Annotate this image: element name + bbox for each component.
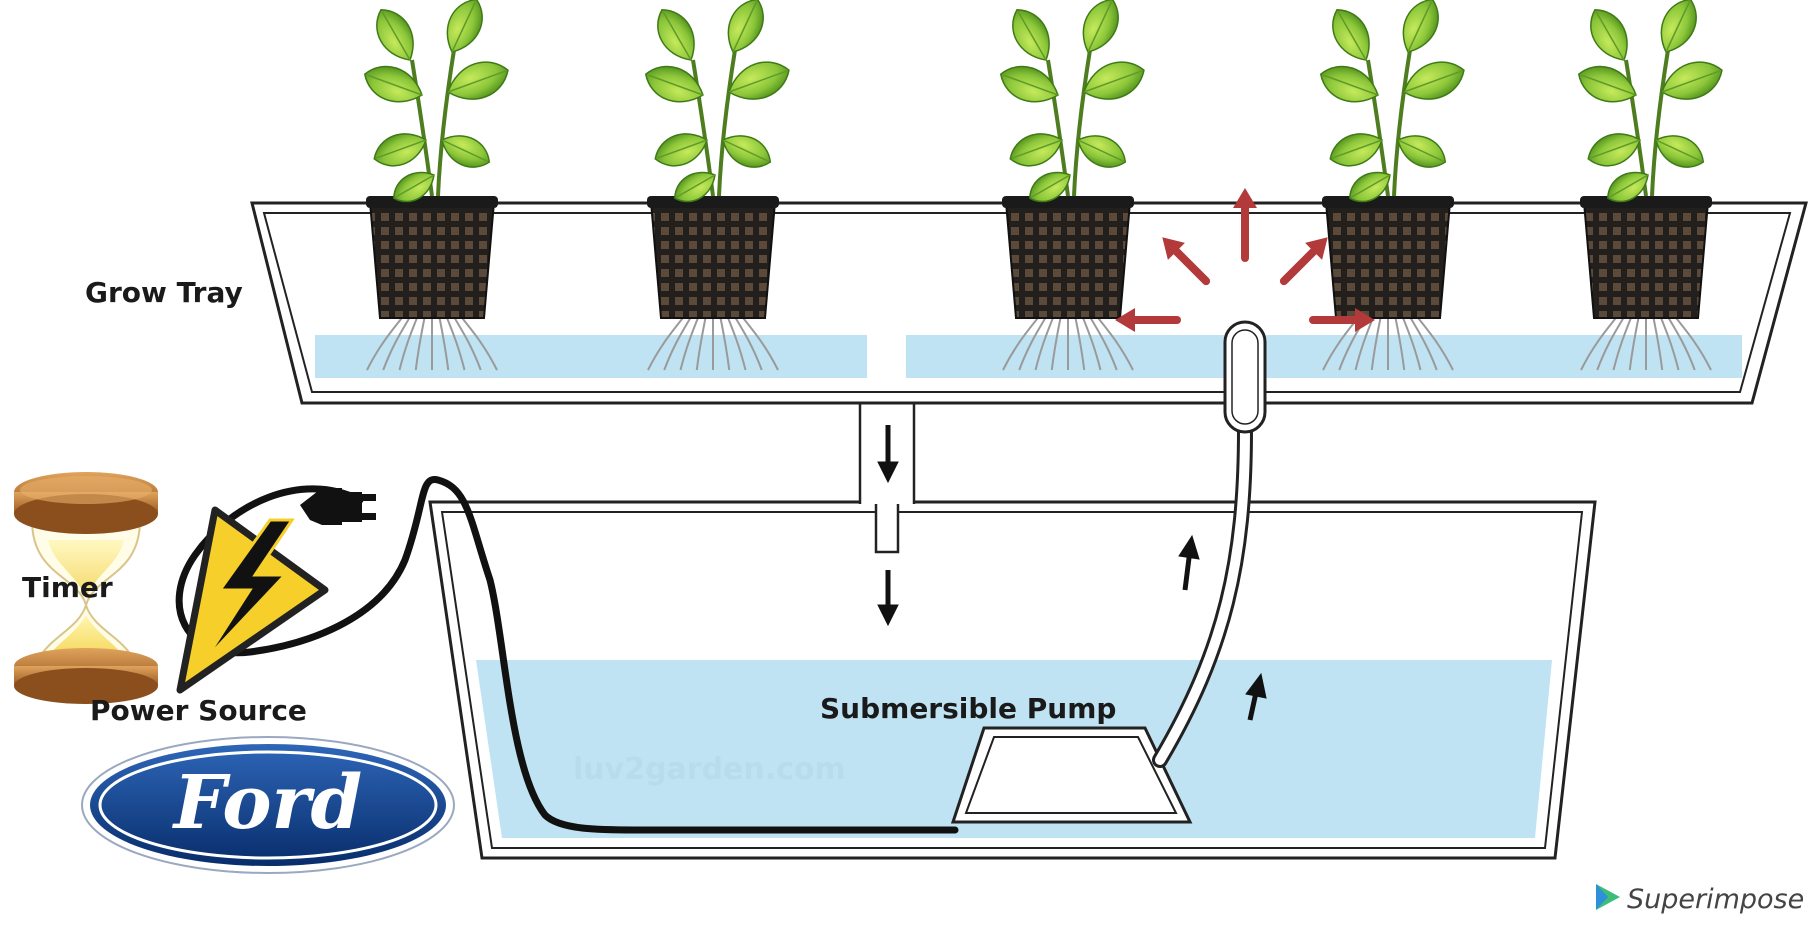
spray-arrows [1115,188,1375,332]
plant-leaves [999,0,1145,203]
arrow-down-icon [877,570,899,627]
timer-label: Timer [22,571,113,604]
plant [1319,0,1465,371]
spray-head [1223,320,1267,434]
net-pot [366,196,498,319]
power-source-label: Power Source [90,694,307,727]
plant-row [363,0,1723,371]
plant [644,0,790,371]
pump-flow-arrows [1178,534,1267,721]
plant [1577,0,1723,371]
tray-water-left [315,335,867,378]
plant-leaves [644,0,790,203]
submersible-pump-label: Submersible Pump [820,692,1116,725]
arrow-up-icon [1245,672,1267,721]
ford-logo-text: Ford [172,760,363,846]
plug-icon [300,488,376,525]
hourglass-icon [14,472,158,704]
watermark: luv2garden.com [573,752,846,787]
net-pot [1322,196,1454,319]
spray-arrow-icon [1309,308,1375,332]
arrow-up-icon [1178,534,1200,591]
superimpose-branding: Superimpose [1596,884,1804,915]
electric-warning-icon [176,506,329,694]
power-cable [175,476,959,834]
plant-leaves [363,0,509,203]
return-hose [1152,320,1267,768]
net-pot [1580,196,1712,319]
spray-arrow-icon [1115,308,1181,332]
spray-arrow-icon [1279,237,1328,286]
plant [363,0,509,371]
arrow-down-icon [877,425,899,484]
grow-tray-label: Grow Tray [85,276,243,309]
branding-text: Superimpose [1627,884,1804,915]
net-pot [1002,196,1134,319]
spray-arrow-icon [1233,188,1257,262]
plant-leaves [1319,0,1465,203]
plant [999,0,1145,371]
ford-logo: Ford [81,736,455,874]
spray-arrow-icon [1162,237,1211,286]
plant-leaves [1577,0,1723,203]
drain-flow-arrows [877,425,899,627]
net-pot [647,196,779,319]
submersible-pump [950,726,1193,824]
